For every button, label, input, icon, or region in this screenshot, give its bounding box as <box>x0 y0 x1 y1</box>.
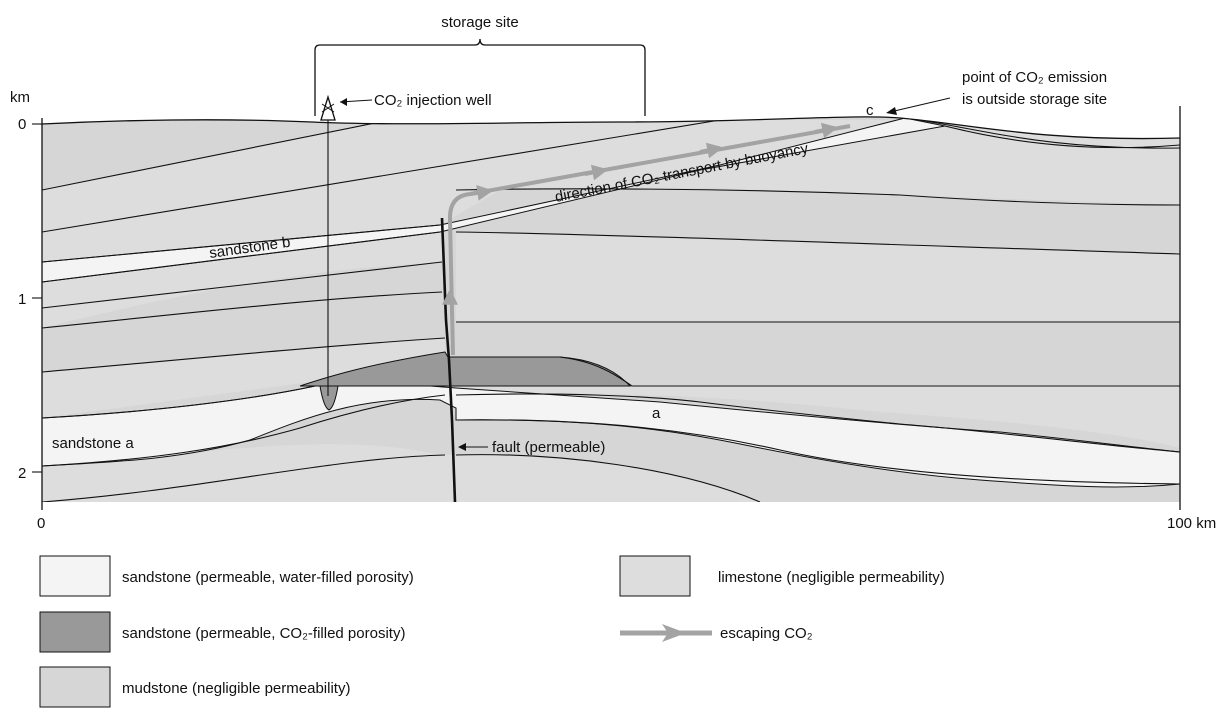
co2-filled-sandstone <box>299 351 632 387</box>
depth-tick-0: 0 <box>18 116 26 133</box>
depth-tick-2: 2 <box>18 465 26 482</box>
emission-label-line2: is outside storage site <box>962 91 1107 108</box>
injection-well-label: CO₂ injection well <box>374 92 492 109</box>
ground-surface <box>41 116 1181 140</box>
legend-limestone: limestone (negligible permeability) <box>718 569 945 586</box>
legend-swatch-sandstone-co2 <box>39 611 111 653</box>
legend-sandstone-co2: sandstone (permeable, CO₂-filled porosit… <box>122 625 405 642</box>
legend-swatch-sandstone-water <box>39 555 111 597</box>
emission-label-line1: point of CO₂ emission <box>962 69 1107 86</box>
storage-site-bracket: storage site <box>314 14 646 116</box>
x-start-label: 0 <box>37 515 45 532</box>
legend-sandstone-water: sandstone (permeable, water-filled poros… <box>122 569 414 586</box>
legend-arrow-icon <box>620 624 712 642</box>
emission-pointer <box>889 97 951 113</box>
distance-axis: 0 100 km <box>37 515 1216 532</box>
injection-well <box>320 94 373 396</box>
depth-unit-label: km <box>10 89 30 106</box>
co2-well-plume <box>319 385 339 411</box>
limestone-band <box>42 444 760 502</box>
fault-line <box>440 217 457 503</box>
point-a-label: a <box>652 405 661 422</box>
strata <box>42 116 1180 502</box>
limestone-band <box>456 385 1180 448</box>
escaping-co2-path <box>442 122 851 356</box>
limestone-band <box>456 232 1180 322</box>
sandstone-a-label: sandstone a <box>52 435 134 452</box>
legend-swatch-limestone <box>619 555 691 597</box>
limestone-band <box>42 120 1180 262</box>
point-c-label: c <box>866 102 874 119</box>
legend-escaping-co2: escaping CO₂ <box>720 625 813 642</box>
limestone-band <box>42 224 442 328</box>
legend-mudstone: mudstone (negligible permeability) <box>122 680 350 697</box>
depth-axis: km 0 1 2 <box>10 89 43 510</box>
depth-tick-1: 1 <box>18 291 26 308</box>
storage-site-label: storage site <box>441 14 519 31</box>
limestone-band <box>42 338 445 418</box>
fault-label: fault (permeable) <box>492 439 605 456</box>
legend: sandstone (permeable, water-filled poros… <box>39 555 945 708</box>
bedding-lines <box>42 117 1180 502</box>
x-end-label: 100 km <box>1167 515 1216 532</box>
legend-swatch-mudstone <box>39 666 111 708</box>
